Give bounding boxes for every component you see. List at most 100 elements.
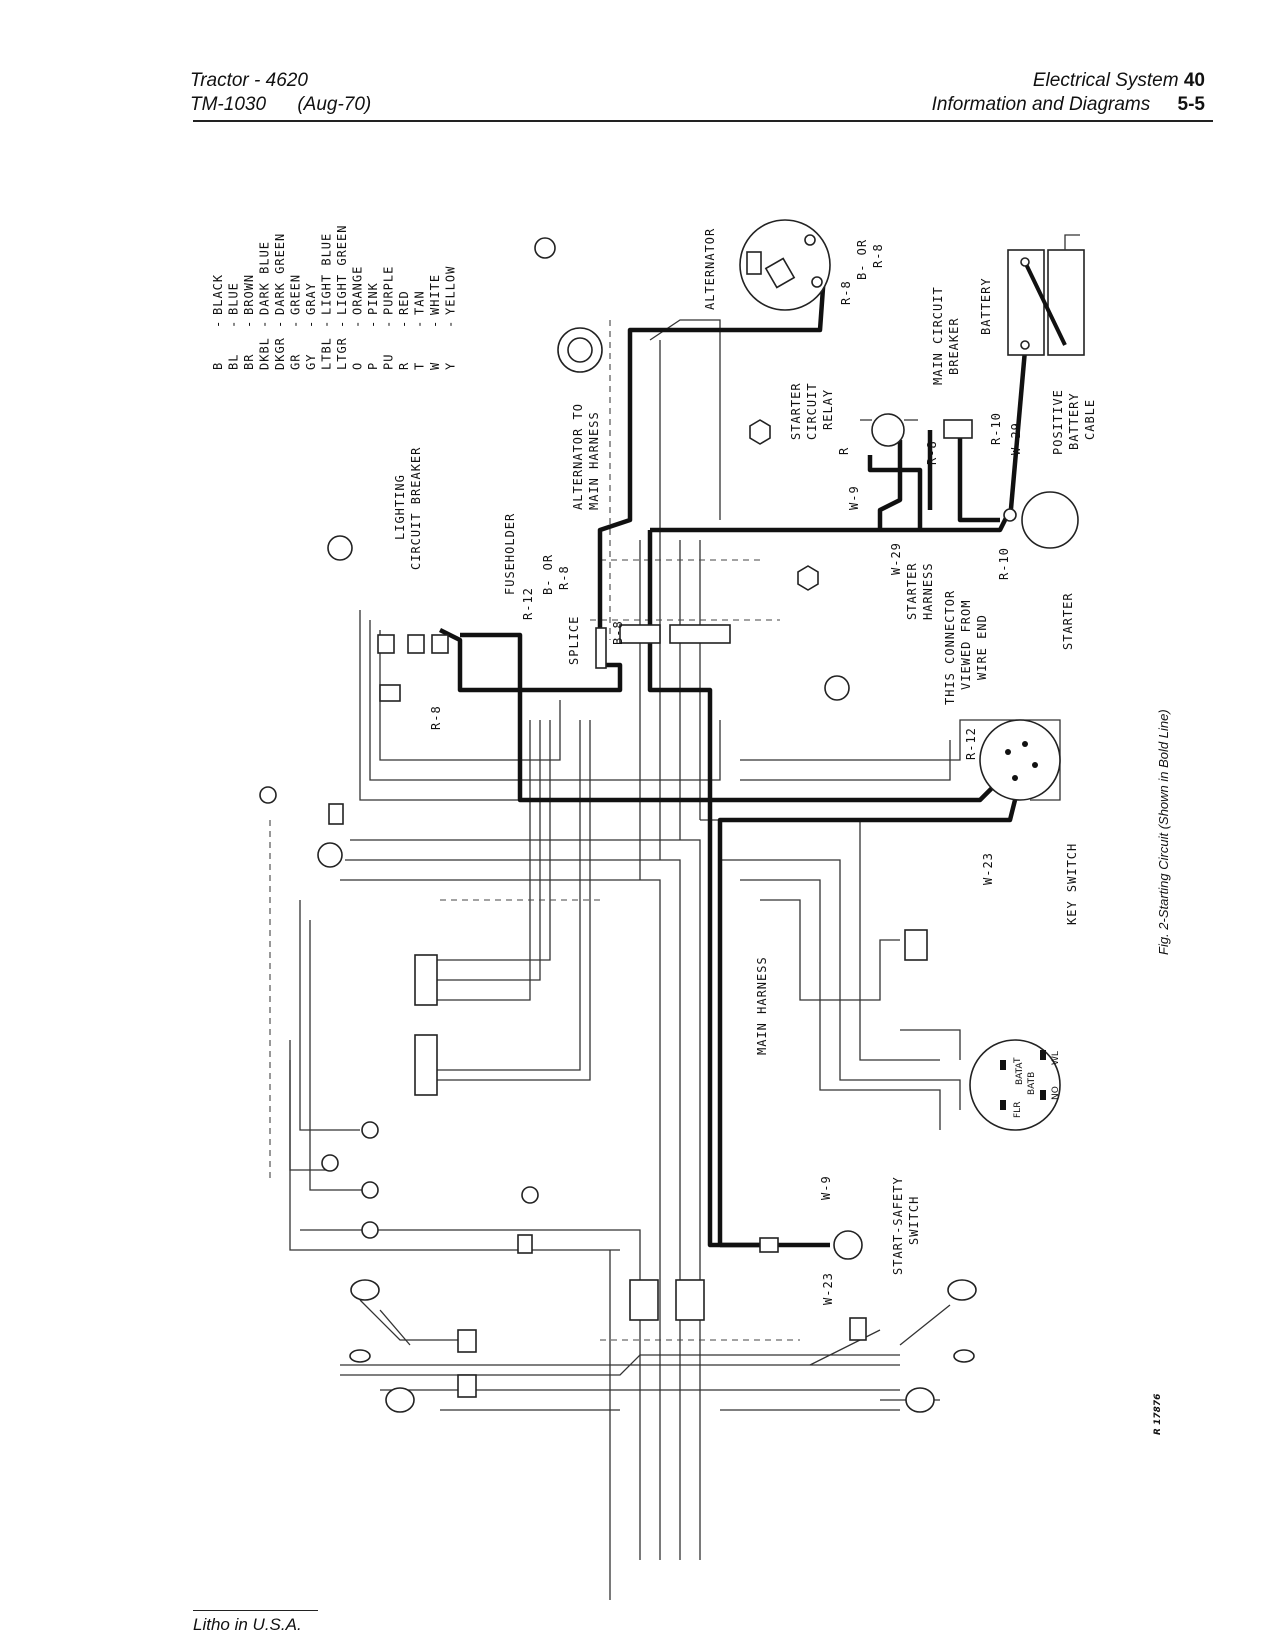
header-section: Electrical System 40 [1033, 70, 1205, 92]
label-lighting-cb-1: LIGHTING [393, 474, 407, 540]
label-alt-main-1: ALTERNATOR TO [571, 403, 585, 510]
tag-r-relay: R [837, 447, 851, 455]
label-safety-2: SWITCH [907, 1196, 921, 1245]
legend-code: PU [382, 354, 396, 370]
legend-color: LIGHT BLUE [320, 233, 334, 315]
footer-rule [193, 1610, 318, 1611]
pin-batb: BATB [1027, 1072, 1037, 1095]
legend-code: DKBL [258, 337, 272, 370]
component-labels: ALTERNATOR BATTERY MAIN CIRCUIT BREAKER … [393, 228, 1097, 1275]
light-switch-pins: T WL NO BATA BATB FLR [1013, 1051, 1061, 1118]
header-model: Tractor - 4620 [190, 70, 308, 91]
legend-dash: - [258, 320, 272, 328]
legend-code: LTBL [320, 337, 334, 370]
subsection-title: Information and Diagrams [931, 94, 1151, 115]
legend-color: BLACK [211, 274, 225, 315]
connector-blocks [328, 624, 928, 1398]
pin-t: T [1013, 1057, 1023, 1064]
legend-dash: - [413, 320, 427, 328]
tag-r10-starter: R-10 [997, 547, 1011, 580]
legend-code: GY [304, 354, 318, 370]
legend-dash: - [366, 320, 380, 328]
label-connector-2: VIEWED FROM [959, 600, 973, 690]
section-title: Electrical System [1032, 70, 1179, 91]
label-connector-3: WIRE END [975, 614, 989, 680]
tag-w29-cb: W-29 [1009, 422, 1023, 455]
tag-r8-alt2: R-8 [871, 243, 885, 268]
label-safety-1: START-SAFETY [891, 1176, 905, 1275]
tag-w29-harness: W-29 [889, 542, 903, 575]
page-number: 5-5 [1177, 94, 1205, 115]
pin-bata: BATA [1015, 1062, 1025, 1085]
legend-code: P [366, 362, 380, 370]
tag-w23-safety: W-23 [821, 1272, 835, 1305]
light-switch-symbol [969, 1039, 1061, 1131]
label-starter-harness-2: HARNESS [921, 562, 935, 620]
legend-dash: - [227, 320, 241, 328]
tag-w9-safety: W-9 [819, 1175, 833, 1200]
label-main-cb-1: MAIN CIRCUIT [931, 286, 945, 385]
legend-code: LTGR [335, 337, 349, 370]
legend-code: T [413, 362, 427, 370]
safety-switch-symbol [759, 1230, 863, 1260]
battery-symbol [1007, 234, 1085, 356]
starting-circuit [438, 259, 1028, 1248]
manual-number: TM-1030 [190, 94, 267, 115]
tag-w9-relay: W-9 [847, 485, 861, 510]
starter-circuit-relay-symbol [860, 413, 973, 447]
section-number: 40 [1183, 70, 1205, 91]
legend-color: PURPLE [382, 266, 396, 315]
label-relay-3: RELAY [821, 389, 835, 430]
label-cable-3: CABLE [1083, 399, 1097, 440]
header-manual: TM-1030 (Aug-70) [190, 94, 371, 116]
legend-code: O [351, 362, 365, 370]
tag-r8-relay: R-8 [925, 440, 939, 465]
legend-dash: - [211, 320, 225, 328]
label-key-switch: KEY SWITCH [1065, 843, 1079, 925]
legend-code: Y [444, 362, 458, 370]
legend-color: DARK BLUE [258, 241, 272, 315]
legend-code: R [397, 362, 411, 370]
label-relay-2: CIRCUIT [805, 382, 819, 440]
legend-dash: - [382, 320, 396, 328]
footer-text: Litho in U.S.A. [193, 1615, 302, 1634]
wire-tags: R-8 B- OR R-8 R-10 W-29 R R-8 W-9 W-29 R… [429, 239, 1023, 1305]
shield-lines [269, 320, 800, 1341]
legend-code: BL [227, 354, 241, 370]
legend-color: DARK GREEN [273, 233, 287, 315]
label-starter: STARTER [1061, 592, 1075, 650]
legend-dash: - [351, 320, 365, 328]
legend-dash: - [444, 320, 458, 328]
label-splice: SPLICE [567, 616, 581, 665]
legend-dash: - [289, 320, 303, 328]
legend-color: ORANGE [351, 266, 365, 315]
tag-r10-cb: R-10 [989, 412, 1003, 445]
tag-r8-lcb: R-8 [429, 705, 443, 730]
label-starter-harness-1: STARTER [905, 562, 919, 620]
legend-color: PINK [366, 282, 380, 315]
tag-w23-key: W-23 [981, 852, 995, 885]
figure-caption: Fig. 2-Starting Circuit (Shown in Bold L… [1156, 709, 1171, 955]
legend-color: YELLOW [444, 266, 458, 315]
tag-r12-fuse: R-12 [521, 587, 535, 620]
label-main-cb-2: BREAKER [947, 317, 961, 375]
legend-color: BROWN [242, 274, 256, 315]
legend-dash: - [242, 320, 256, 328]
legend-code: BR [242, 354, 256, 370]
label-lighting-cb-2: CIRCUIT BREAKER [409, 447, 423, 570]
tag-b8-splice: B-8 [611, 620, 625, 645]
pin-flr: FLR [1013, 1102, 1023, 1118]
legend-dash: - [335, 320, 349, 328]
legend-dash: - [397, 320, 411, 328]
legend-code: GR [289, 354, 303, 370]
alternator-symbol [739, 219, 831, 311]
legend-color: GREEN [289, 274, 303, 315]
header-rule [193, 120, 1213, 122]
legend-code: B [211, 362, 225, 370]
label-alt-main-2: MAIN HARNESS [587, 411, 601, 510]
label-cable-1: POSITIVE [1051, 389, 1065, 455]
legend-color: TAN [413, 290, 427, 315]
legend-code: W [428, 362, 442, 370]
legend-color: GRAY [304, 282, 318, 315]
legend-color: BLUE [227, 282, 241, 315]
